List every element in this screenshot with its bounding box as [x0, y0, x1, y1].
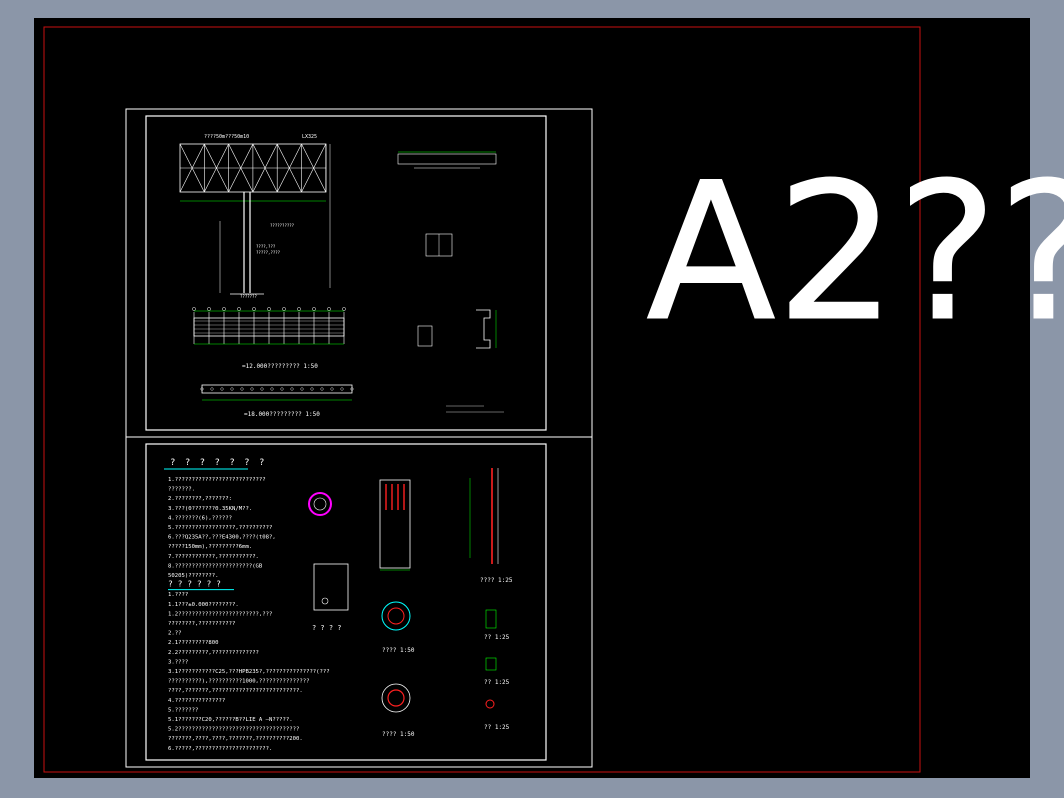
- notes-line: ???????,????,????,???????,??????????200.: [168, 736, 303, 742]
- notes-line: ???????.: [168, 487, 195, 493]
- notes-line: 1.???????????????????????????: [168, 477, 266, 483]
- notes-line: 7.????????????,???????????.: [168, 554, 259, 560]
- notes-line: 6.???Q235A??,???E4300,????(t08?,: [168, 535, 276, 541]
- elevation-label-right: LX325: [302, 134, 317, 140]
- notes-line: 5.1???????C20,??????B??LIE A —N?????.: [168, 717, 293, 723]
- detail-2-label: ?? 1:25: [484, 679, 510, 686]
- notes-line: 6.?????,??????????????????????.: [168, 746, 272, 752]
- elevation-label: ????50m???50m10: [204, 134, 249, 140]
- notes-line: ??????????),??????????1000,?????????????…: [168, 679, 309, 685]
- foundation-label: ? ? ? ?: [312, 624, 342, 632]
- notes-line: 3.????: [168, 659, 188, 665]
- notes-line: 2.??: [168, 631, 181, 637]
- plan-18m: =18.000????????? 1:50: [200, 384, 354, 418]
- top-sheet-details: [397, 151, 504, 413]
- bottom-details: ? ? ? ? ???? 1:50 ???? 1:50 ???? 1:25 ??…: [308, 468, 513, 738]
- detail-1-label: ?? 1:25: [484, 634, 510, 641]
- notes-line: ????,???????,??????????????????????????.: [168, 688, 303, 694]
- notes-line: 4.???????????????: [168, 698, 225, 704]
- section-b-label: ???? 1:50: [382, 731, 415, 738]
- notes-line: 1.1???±0.000????????.: [168, 602, 239, 608]
- notes-subtitle: ? ? ? ? ? ?: [168, 580, 221, 589]
- notes-line: 8.???????????????????????(GB: [168, 563, 263, 569]
- bottom-sheet-frame: [145, 443, 547, 761]
- top-sheet-frame: [145, 115, 547, 431]
- notes-line: 3.1???????????C25,???HPB235?,???????????…: [168, 669, 330, 675]
- svg-text:???????: ???????: [240, 294, 257, 299]
- notes-line: 1.2????????????????????????,???: [168, 611, 272, 617]
- drawing-limits-border: [43, 26, 921, 773]
- notes-line: 1.????: [168, 592, 188, 598]
- design-notes: 1.??????????????????????????? ???????. 2.…: [168, 477, 330, 752]
- notes-line: 4.???????(6),??????: [168, 515, 232, 521]
- notes-line: ????????,???????????: [168, 621, 235, 627]
- notes-line: ?????150mm),?????????6mm.: [168, 544, 252, 550]
- detail-3-label: ?? 1:25: [484, 724, 510, 731]
- notes-line: 5.???????: [168, 707, 198, 713]
- notes-line: 2.1?????????800: [168, 640, 219, 646]
- notes-line: 5.2????????????????????????????????????: [168, 727, 299, 733]
- elevation-1-label: ???? 1:25: [480, 577, 513, 584]
- section-a-label: ???? 1:50: [382, 647, 415, 654]
- notes-line: 2.2?????????,??????????????: [168, 650, 259, 656]
- notes-line: 2.????????,???????:: [168, 496, 232, 502]
- sheet-size-label: A2??: [646, 142, 1064, 363]
- plan-12m: =12.000????????? 1:50: [192, 307, 346, 370]
- notes-line: 50205)????????.: [168, 573, 219, 579]
- plan-18m-label: =18.000????????? 1:50: [244, 411, 320, 418]
- svg-text:??????????: ??????????: [270, 223, 295, 228]
- cad-viewport[interactable]: A2?? ????50m???50m10 LX325 ?????????? ??…: [34, 18, 1064, 778]
- svg-text:????,???: ????,???: [256, 244, 276, 249]
- plan-12m-label: =12.000????????? 1:50: [242, 363, 318, 370]
- notes-title: ? ? ? ? ? ? ?: [170, 458, 266, 468]
- cad-drawing-canvas: A2?? ????50m???50m10 LX325 ?????????? ??…: [43, 26, 1064, 773]
- notes-line: 3.???(0???????0.35KN/M??.: [168, 506, 252, 512]
- notes-line: 5.??????????????????,??????????: [168, 525, 272, 531]
- sheet-outer-frame: [125, 108, 593, 768]
- billboard-elevation: ????50m???50m10 LX325 ?????????? ????,??…: [179, 134, 331, 299]
- svg-text:?????,????: ?????,????: [256, 250, 281, 255]
